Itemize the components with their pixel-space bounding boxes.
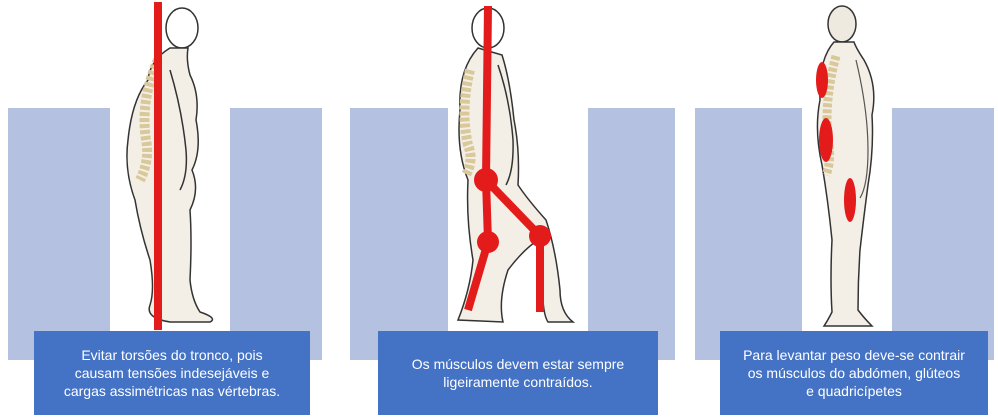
caption-box: Para levantar peso deve-se contrair os m… xyxy=(720,331,988,415)
muscle-highlight xyxy=(819,118,833,162)
panel-lifting-weight: Para levantar peso deve-se contrair os m… xyxy=(690,0,998,419)
muscle-highlight xyxy=(844,178,856,222)
caption-line: e quadricípetes xyxy=(743,382,965,400)
human-figure-illustration xyxy=(110,0,230,335)
caption-line: Para levantar peso deve-se contrair xyxy=(743,346,965,364)
caption-line: Evitar torsões do tronco, pois xyxy=(64,346,280,364)
alignment-line xyxy=(154,2,162,330)
caption-line: causam tensões indesejáveis e xyxy=(64,364,280,382)
background-block-left xyxy=(8,108,120,360)
background-block-left xyxy=(350,108,460,360)
caption-line: os músculos do abdómen, glúteos xyxy=(743,364,965,382)
human-figure-illustration xyxy=(448,0,588,335)
joint-marker xyxy=(474,168,498,192)
background-block-left xyxy=(695,108,805,360)
caption-box: Os músculos devem estar sempre ligeirame… xyxy=(378,331,658,415)
panel-posture-straight: Evitar torsões do tronco, pois causam te… xyxy=(0,0,330,419)
joint-marker xyxy=(477,231,499,253)
alignment-line xyxy=(486,6,488,180)
caption-box: Evitar torsões do tronco, pois causam te… xyxy=(34,331,310,415)
anatomy-figure-illustration xyxy=(802,0,892,335)
background-block-right xyxy=(890,108,994,360)
caption-line: ligeiramente contraídos. xyxy=(412,373,624,391)
background-block-right xyxy=(222,108,322,360)
muscle-highlight xyxy=(816,62,828,98)
joint-marker xyxy=(529,225,551,247)
caption-line: Os músculos devem estar sempre xyxy=(412,355,624,373)
caption-line: cargas assimétricas nas vértebras. xyxy=(64,382,280,400)
background-block-right xyxy=(578,108,675,360)
panel-muscles-contracted: Os músculos devem estar sempre ligeirame… xyxy=(345,0,675,419)
